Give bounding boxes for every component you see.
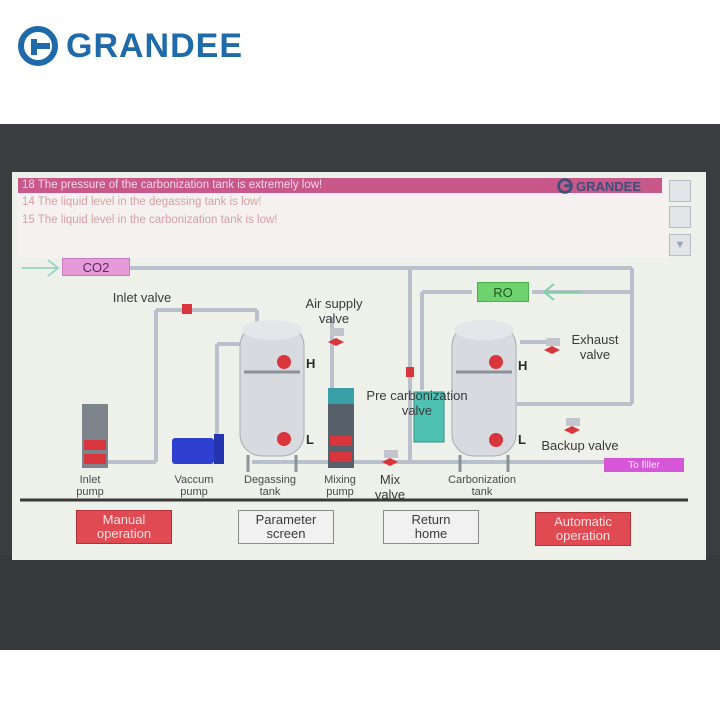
degassing-tank-label: Degassing tank bbox=[238, 474, 302, 498]
ro-arrow-icon bbox=[542, 283, 582, 301]
parameter-screen-button[interactable]: Parameter screen bbox=[238, 510, 334, 544]
mixing-pump-icon bbox=[328, 388, 354, 468]
inlet-valve-icon bbox=[182, 304, 192, 314]
vaccum-pump-label: Vaccum pump bbox=[166, 474, 222, 498]
mixing-pump-label-line2: pump bbox=[326, 486, 354, 498]
manual-operation-label-line2: operation bbox=[96, 526, 152, 541]
exhaust-valve-label: Exhaust valve bbox=[560, 332, 630, 362]
pre-carbonization-filter-icon bbox=[413, 391, 445, 443]
brand-name: GRANDEE bbox=[66, 27, 244, 65]
air-supply-valve-icon bbox=[328, 338, 336, 346]
alarm-item-pressure[interactable]: 18 The pressure of the carbonization tan… bbox=[18, 178, 662, 193]
screen-logo-text: GRANDEE bbox=[576, 178, 642, 194]
air-supply-valve-label-line2: valve bbox=[318, 311, 350, 326]
parameter-screen-label-line2: screen bbox=[266, 526, 306, 541]
vaccum-pump-label-line1: Vaccum bbox=[174, 474, 214, 486]
degassing-high-level-label: H bbox=[306, 356, 316, 371]
exhaust-valve-label-line1: Exhaust bbox=[571, 332, 619, 347]
mix-valve-label: Mix valve bbox=[368, 472, 412, 502]
mix-valve-icon bbox=[382, 458, 390, 466]
return-home-label-line1: Return bbox=[411, 512, 451, 527]
air-supply-valve-label-line1: Air supply bbox=[305, 296, 363, 311]
pre-carbonization-valve-label: Pre carbonization valve bbox=[352, 388, 482, 418]
exhaust-valve-label-line2: valve bbox=[579, 347, 611, 362]
carbonization-low-level-label: L bbox=[518, 432, 526, 447]
inlet-pump-label: Inlet pump bbox=[70, 474, 110, 498]
air-supply-valve-label: Air supply valve bbox=[294, 296, 374, 326]
carbonization-tank-label-line2: tank bbox=[471, 486, 493, 498]
backup-valve-label: Backup valve bbox=[541, 438, 619, 453]
mixing-pump-label: Mixing pump bbox=[316, 474, 364, 498]
automatic-operation-label-line2: operation bbox=[555, 528, 611, 543]
inlet-valve-label: Inlet valve bbox=[112, 290, 172, 305]
degassing-tank-icon bbox=[239, 320, 305, 472]
hmi-screen: 18 The pressure of the carbonization tan… bbox=[12, 172, 706, 560]
pre-carbonization-valve-icon bbox=[406, 367, 414, 377]
exhaust-valve-icon bbox=[544, 346, 552, 354]
pre-carbonization-valve-label-line2: valve bbox=[401, 403, 433, 418]
mix-valve-label-line2: valve bbox=[374, 487, 406, 502]
screen-logo: GRANDEE bbox=[557, 178, 667, 194]
degassing-low-level-label: L bbox=[306, 432, 314, 447]
alarm-item-carbonization-level[interactable]: 15 The liquid level in the carbonization… bbox=[22, 214, 278, 226]
manual-operation-button[interactable]: Manual operation bbox=[76, 510, 172, 544]
degassing-tank-label-line2: tank bbox=[259, 486, 281, 498]
co2-arrow-icon bbox=[22, 259, 60, 277]
degassing-tank-label-line1: Degassing bbox=[244, 474, 296, 486]
parameter-screen-label-line1: Parameter bbox=[255, 512, 317, 527]
alarm-scroll-page-button[interactable] bbox=[669, 206, 691, 228]
inlet-pump-label-line1: Inlet bbox=[79, 474, 101, 486]
manual-operation-label-line1: Manual bbox=[102, 512, 146, 527]
process-schematic bbox=[20, 259, 688, 502]
carbonization-high-level-label: H bbox=[518, 358, 528, 373]
automatic-operation-label-line1: Automatic bbox=[554, 514, 612, 529]
co2-tag: CO2 bbox=[62, 258, 130, 276]
monitor-bezel-bottom bbox=[0, 555, 720, 650]
return-home-button[interactable]: Return home bbox=[383, 510, 479, 544]
valve-icons bbox=[182, 304, 580, 466]
inlet-pump-icon bbox=[82, 404, 108, 468]
carbonization-tank-label: Carbonization tank bbox=[442, 474, 522, 498]
ro-tag: RO bbox=[477, 282, 529, 302]
mixing-pump-label-line1: Mixing bbox=[324, 474, 356, 486]
backup-valve-icon bbox=[564, 426, 572, 434]
brand-header: GRANDEE bbox=[18, 26, 258, 66]
automatic-operation-button[interactable]: Automatic operation bbox=[535, 512, 631, 546]
carbonization-tank-icon bbox=[451, 320, 517, 472]
return-home-label-line2: home bbox=[414, 526, 448, 541]
alarm-item-degassing-level[interactable]: 14 The liquid level in the degassing tan… bbox=[22, 196, 262, 208]
chevron-down-icon: ▼ bbox=[674, 239, 686, 251]
vaccum-pump-icon bbox=[172, 434, 224, 464]
to-filler-tag: To filler bbox=[604, 458, 684, 472]
vaccum-pump-label-line2: pump bbox=[180, 486, 208, 498]
carbonization-tank-label-line1: Carbonization bbox=[448, 474, 516, 486]
pre-carbonization-valve-label-line1: Pre carbonization bbox=[366, 388, 468, 403]
grandee-logo-icon bbox=[18, 26, 58, 66]
grandee-logo-icon bbox=[557, 178, 573, 194]
mix-valve-label-line1: Mix bbox=[379, 472, 401, 487]
alarm-scroll-down-button[interactable]: ▼ bbox=[669, 234, 691, 256]
alarm-list: 18 The pressure of the carbonization tan… bbox=[18, 178, 668, 258]
inlet-pump-label-line2: pump bbox=[76, 486, 104, 498]
alarm-scroll-up-button[interactable] bbox=[669, 180, 691, 202]
